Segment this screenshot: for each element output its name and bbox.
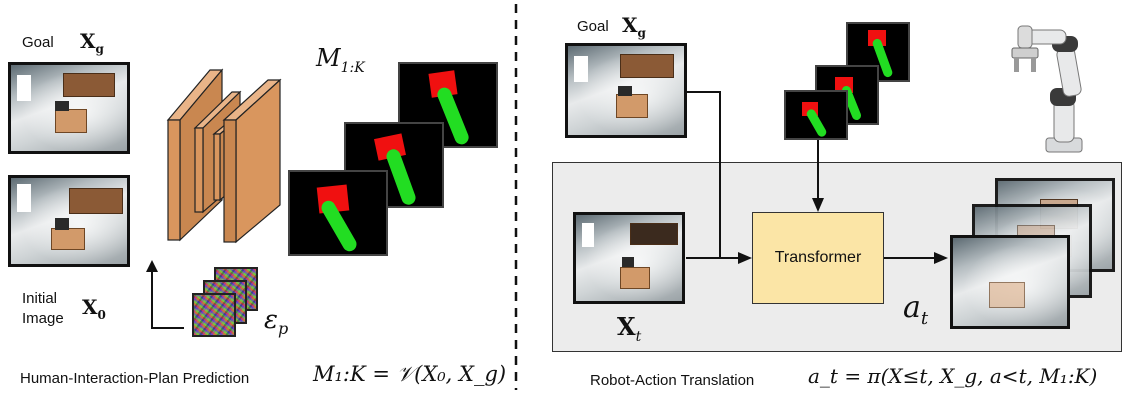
right-caption-text: Robot-Action Translation <box>590 372 755 389</box>
left-caption-math: M₁:K = 𝒱(X₀, X_g) <box>313 362 507 386</box>
right-plan-mask-1 <box>784 90 848 140</box>
noise-var: εp <box>264 305 289 339</box>
noise-tile-1 <box>192 293 236 337</box>
initial-image <box>8 175 130 267</box>
current-var: Xt <box>617 312 642 345</box>
transformer-block: Transformer <box>752 212 884 304</box>
initial-var: X0 <box>82 295 106 322</box>
left-goal-label: Goal <box>22 34 54 51</box>
left-caption-text: Human-Interaction-Plan Prediction <box>20 370 250 387</box>
goal-image-right <box>565 43 687 138</box>
action-var: at <box>903 290 929 329</box>
initial-image-label: Initial Image <box>22 290 64 327</box>
right-goal-label: Goal <box>577 18 609 35</box>
output-frame-1 <box>950 235 1070 329</box>
plan-mask-1 <box>288 170 388 256</box>
transformer-label: Transformer <box>774 249 862 266</box>
current-image <box>573 212 685 304</box>
left-goal-var: Xg <box>80 29 104 56</box>
plan-var-left: M1:K <box>316 44 365 76</box>
goal-image-left <box>8 62 130 154</box>
right-caption-math: a_t = π(X≤t, X_g, a<t, M₁:K) <box>808 364 1098 388</box>
right-goal-var: Xg <box>622 13 646 40</box>
